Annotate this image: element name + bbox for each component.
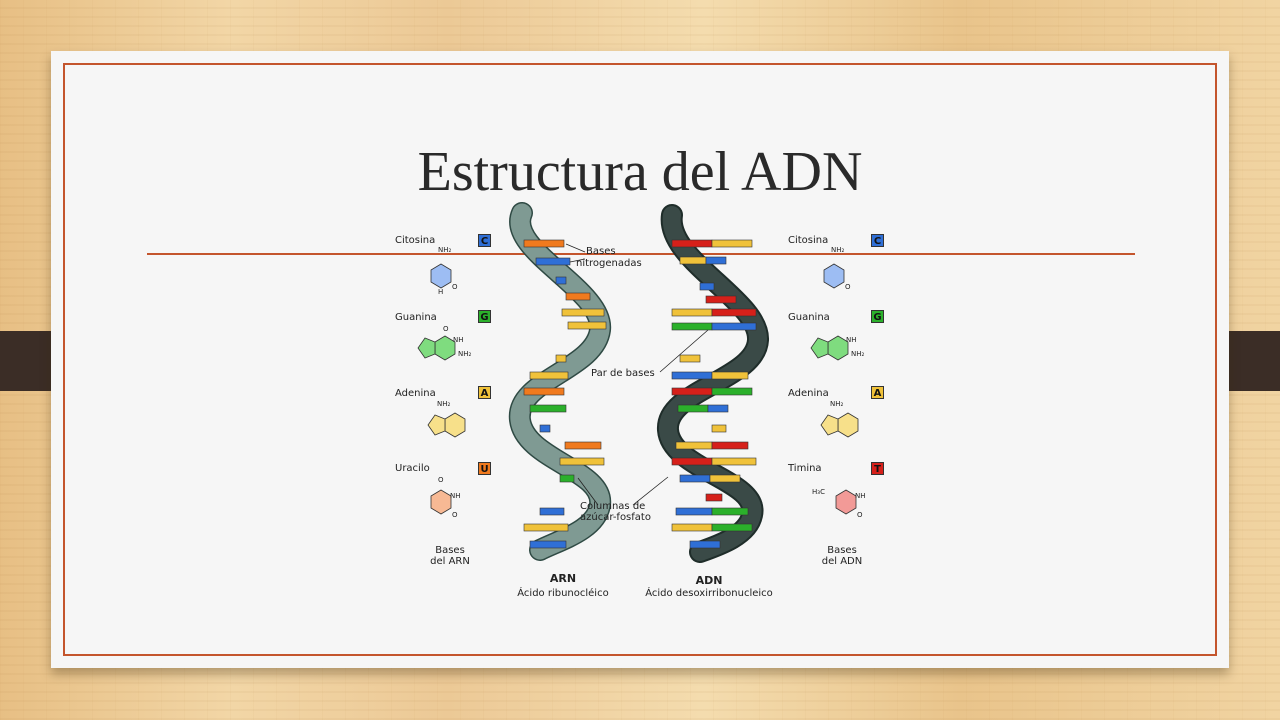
adenine-molecule-left [427,412,466,438]
dna-bases-caption-2: del ADN [821,556,863,567]
dna-caption-title: ADN [695,574,723,587]
rna-base-label-u: Uracilo [395,463,430,474]
dna-caption-sub: Ácido desoxirribonucleico [645,588,773,599]
chem-nh-t-right: NH [855,492,866,500]
rna-badge-a: A [478,386,491,399]
chem-o-u-left: O [438,476,444,484]
chem-nh2-a-right: NH₂ [830,400,844,408]
dna-badge-t: T [871,462,884,475]
chem-h3c-t-right: H₃C [812,488,825,496]
rna-badge-g: G [478,310,491,323]
rna-base-label-a: Adenina [395,388,436,399]
annotation-bases-1: Bases [586,246,616,257]
chem-nh-g-right: NH [846,336,857,344]
slide-border [63,63,1217,656]
dna-helix [657,204,769,563]
rna-caption-title: ARN [549,572,577,585]
uracil-molecule-left [430,489,452,515]
title-rule [147,253,1135,255]
dna-base-label-a: Adenina [788,388,829,399]
chem-o-c-right: O [845,283,851,291]
dna-badge-c: C [871,234,884,247]
cytosine-molecule-left [430,263,452,289]
rna-bases-caption-1: Bases [435,545,465,556]
chem-nh2-c-right: NH₂ [831,246,845,254]
rna-badge-u: U [478,462,491,475]
thymine-molecule-right [835,489,857,515]
rna-base-rungs [523,239,607,549]
rna-base-label-c: Citosina [395,235,436,246]
dna-base-label-t: Timina [788,463,822,474]
chem-o2-u-left: O [452,511,458,519]
rna-base-label-g: Guanina [395,312,437,323]
rna-badge-c: C [478,234,491,247]
dna-base-rungs [671,239,757,549]
annotation-leaders [565,243,709,506]
chem-o-t-right: O [857,511,863,519]
dna-badge-a: A [871,386,884,399]
slide [51,51,1229,668]
dna-base-label-c: Citosina [788,235,829,246]
guanine-molecule-right [810,335,849,361]
adenine-molecule-right [820,412,859,438]
chem-nh2-g-right: NH₂ [851,350,865,358]
rna-caption-sub: Ácido ribunocléico [517,588,609,599]
cytosine-molecule-right [823,263,845,289]
annotation-bases-2: nitrogenadas [576,258,642,269]
annotation-par-de-bases: Par de bases [591,368,655,379]
chem-nh2-a-left: NH₂ [437,400,451,408]
chem-h-c-left: H [438,288,444,296]
chem-nh-g-left: NH [453,336,464,344]
dna-badge-g: G [871,310,884,323]
chem-o-c-left: O [452,283,458,291]
chem-nh2-c-left: NH₂ [438,246,452,254]
slide-title: Estructura del ADN [417,141,863,203]
chem-nh2-g-left: NH₂ [458,350,472,358]
annotation-columnas-1: Columnas de [580,501,646,512]
dna-base-label-g: Guanina [788,312,830,323]
guanine-molecule-left [417,335,456,361]
chem-o-g-left: O [443,325,449,333]
rna-helix [508,202,612,561]
rna-bases-caption-2: del ARN [430,556,470,567]
chem-nh-u-left: NH [450,492,461,500]
annotation-columnas-2: azúcar-fosfato [580,512,651,523]
dna-bases-caption-1: Bases [827,545,857,556]
